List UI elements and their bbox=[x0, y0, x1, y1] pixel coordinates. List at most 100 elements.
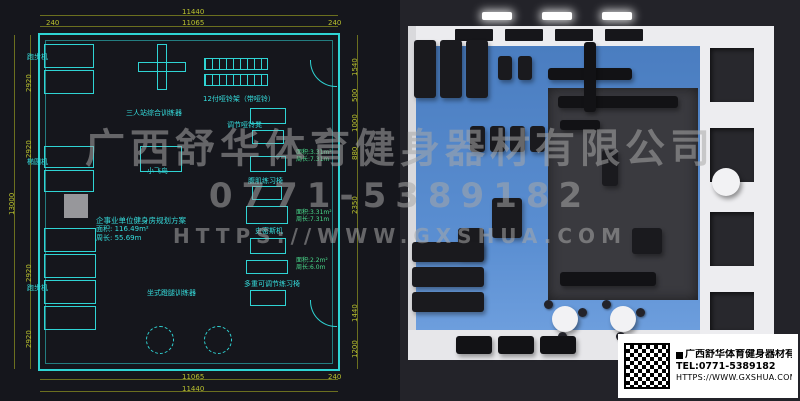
dim-line bbox=[40, 15, 338, 16]
treadmill bbox=[414, 40, 436, 98]
floor-mat bbox=[456, 336, 492, 354]
machine-symbol bbox=[250, 290, 286, 306]
stool bbox=[578, 308, 587, 317]
qr-code bbox=[624, 343, 670, 389]
dim-line bbox=[14, 35, 15, 369]
equipment-spec-label: 面积:3.31m² bbox=[296, 149, 332, 156]
equipment-label: 小飞鸟 bbox=[147, 167, 168, 175]
dumbbell-rack-symbol bbox=[204, 74, 268, 86]
elliptical-symbol bbox=[44, 170, 94, 192]
machine-symbol bbox=[252, 186, 282, 200]
dumbbell-rack-symbol bbox=[204, 58, 268, 70]
exercise-chair bbox=[470, 126, 485, 152]
leisure-table-symbol bbox=[146, 326, 174, 354]
column-symbol bbox=[64, 194, 88, 218]
machine bbox=[632, 228, 662, 254]
utility-bench bbox=[518, 56, 532, 80]
equipment-label: 多重可调节练习椅 bbox=[244, 280, 300, 288]
machine-symbol bbox=[250, 156, 286, 172]
plan-perimeter: 周长: 55.69m bbox=[96, 234, 142, 243]
floor-mat bbox=[498, 336, 534, 354]
leisure-table-symbol bbox=[204, 326, 232, 354]
plan-title: 企事业单位健身房规划方案 bbox=[96, 216, 186, 225]
barbell-rack bbox=[558, 96, 678, 108]
cable-fly-symbol bbox=[140, 146, 182, 172]
treadmill bbox=[412, 267, 484, 287]
elliptical-symbol bbox=[44, 146, 94, 168]
floor-mat bbox=[540, 336, 576, 354]
room-outline bbox=[38, 33, 340, 371]
equipment-label: 调节哑铃凳 bbox=[227, 121, 262, 129]
equipment-spec-label: 周长:6.0m bbox=[296, 264, 326, 271]
exercise-chair bbox=[490, 126, 505, 152]
treadmill-symbol bbox=[44, 228, 96, 252]
weight-plates bbox=[560, 120, 600, 130]
window bbox=[505, 29, 543, 41]
machine-symbol bbox=[252, 130, 284, 144]
shelf-recess bbox=[710, 212, 754, 266]
equipment-label: 坐式蹬腿训练器 bbox=[147, 289, 196, 297]
dim-line bbox=[40, 379, 338, 380]
ceiling-light bbox=[542, 12, 572, 20]
kettlebell-rack bbox=[560, 272, 656, 286]
window bbox=[455, 29, 493, 41]
multi-station-symbol bbox=[138, 62, 186, 72]
window bbox=[605, 29, 643, 41]
window bbox=[555, 29, 593, 41]
shelf-recess bbox=[710, 48, 754, 102]
dimension-label: 11065 bbox=[182, 19, 205, 27]
equipment-spec-label: 面积:2.2m² bbox=[296, 257, 328, 264]
company-tel: TEL:0771-5389182 bbox=[676, 361, 776, 373]
treadmill bbox=[412, 242, 484, 262]
equipment-label: 12付哑铃架（带哑铃） bbox=[203, 95, 275, 103]
machine-symbol bbox=[246, 260, 288, 274]
equipment-label: 三人站综合训练器 bbox=[126, 109, 182, 117]
flat-bench bbox=[602, 150, 618, 186]
treadmill-symbol bbox=[44, 70, 94, 94]
treadmill bbox=[466, 40, 488, 98]
company-url: HTTPS://WWW.GXSHUA.COM bbox=[676, 373, 792, 383]
dimension-label: 11440 bbox=[182, 385, 205, 393]
equipment-label: 史密斯机 bbox=[255, 227, 283, 235]
dim-line bbox=[40, 391, 338, 392]
dimension-label: 240 bbox=[46, 19, 60, 27]
utility-bench bbox=[498, 56, 512, 80]
machine bbox=[492, 198, 522, 238]
dimension-label: 240 bbox=[328, 19, 342, 27]
plan-area: 面积: 116.49m² bbox=[96, 225, 149, 234]
machine-symbol bbox=[250, 108, 286, 124]
multi-station bbox=[584, 42, 596, 112]
stool bbox=[602, 300, 611, 309]
treadmill-symbol bbox=[44, 280, 96, 304]
bullet-icon bbox=[676, 351, 683, 359]
dimension-label: 240 bbox=[328, 373, 342, 381]
alcove-table bbox=[712, 168, 740, 196]
smith-machine-symbol bbox=[246, 206, 288, 224]
stool bbox=[636, 308, 645, 317]
treadmill bbox=[412, 292, 484, 312]
treadmill-symbol bbox=[44, 44, 94, 68]
ceiling-light bbox=[482, 12, 512, 20]
equipment-label: 椭圆机 bbox=[27, 158, 48, 166]
cafe-table bbox=[552, 306, 578, 332]
multi-station-symbol bbox=[157, 44, 167, 90]
wall-left bbox=[408, 26, 416, 360]
equipment-label: 跑步机 bbox=[27, 284, 48, 292]
equipment-label: 跑步机 bbox=[27, 53, 48, 61]
exercise-chair bbox=[530, 126, 545, 152]
room-inner-wall bbox=[45, 40, 333, 364]
dimension-label: 11065 bbox=[182, 373, 205, 381]
ceiling-light bbox=[602, 12, 632, 20]
treadmill-symbol bbox=[44, 306, 96, 330]
dim-line bbox=[357, 35, 358, 369]
cafe-table bbox=[610, 306, 636, 332]
equipment-spec-label: 面积:3.31m² bbox=[296, 209, 332, 216]
plan-title-block: 企事业单位健身房规划方案 面积: 116.49m² 周长: 55.69m bbox=[96, 216, 186, 243]
render-3d-panel: 广西舒华体育健身器材有限公司 TEL:0771-5389182 HTTPS://… bbox=[400, 0, 800, 401]
company-name: 广西舒华体育健身器材有限公司 bbox=[685, 348, 792, 360]
equipment-label: 腹肌练习椅 bbox=[248, 177, 283, 185]
treadmill-symbol bbox=[44, 254, 96, 278]
